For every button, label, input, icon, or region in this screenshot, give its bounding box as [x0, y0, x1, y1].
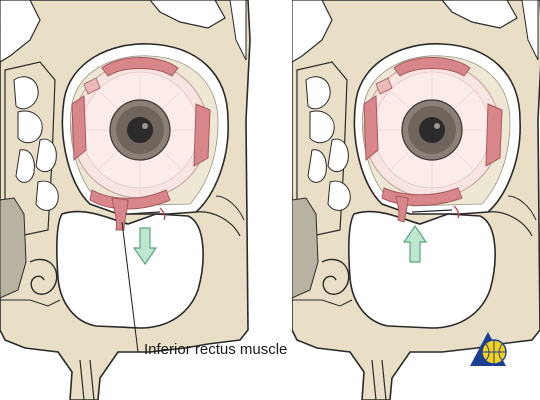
- down-arrow-icon: [132, 227, 158, 266]
- right-orbit-panel: [291, 0, 540, 400]
- inferior-rectus-label: Inferior rectus muscle: [144, 341, 288, 358]
- left-orbit-panel: [0, 0, 251, 400]
- entrapped-muscle: [111, 197, 129, 231]
- logo-globe-icon: [470, 332, 507, 366]
- up-arrow-icon: [402, 224, 428, 263]
